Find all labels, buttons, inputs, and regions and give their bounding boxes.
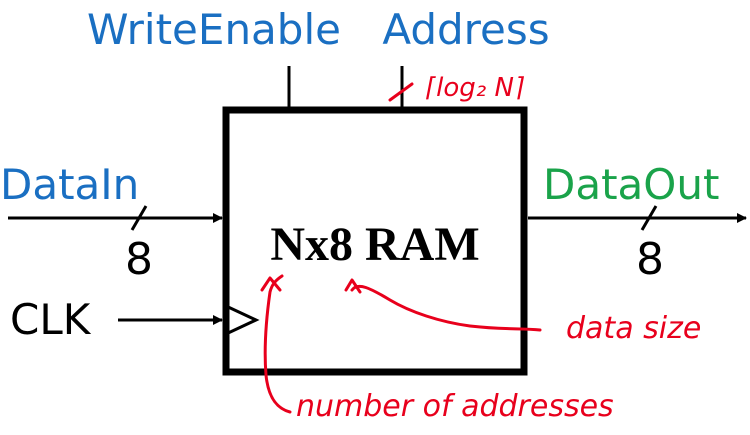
number-of-addresses-annotation: number of addresses — [296, 389, 614, 424]
data-out-label: DataOut — [543, 160, 719, 209]
ram-title: Nx8 RAM — [270, 218, 479, 271]
addresses-pointer-head — [260, 276, 282, 292]
data-size-pointer-head — [344, 278, 362, 294]
data-in-width: 8 — [125, 234, 153, 285]
data-in-bus-slash — [130, 205, 148, 231]
clk-label: CLK — [10, 295, 92, 344]
clock-triangle — [225, 304, 260, 336]
data-size-annotation: data size — [566, 311, 701, 346]
data-in-label: DataIn — [0, 160, 139, 209]
write-enable-label: WriteEnable — [87, 5, 341, 54]
ram-block — [222, 106, 528, 376]
data-size-pointer — [350, 284, 542, 332]
data-out-width: 8 — [636, 234, 664, 285]
address-bus-slash — [388, 82, 414, 102]
data-out-bus-slash — [640, 205, 658, 231]
address-label: Address — [382, 5, 549, 54]
address-width-annotation: ⌈log₂ N⌉ — [426, 73, 525, 103]
